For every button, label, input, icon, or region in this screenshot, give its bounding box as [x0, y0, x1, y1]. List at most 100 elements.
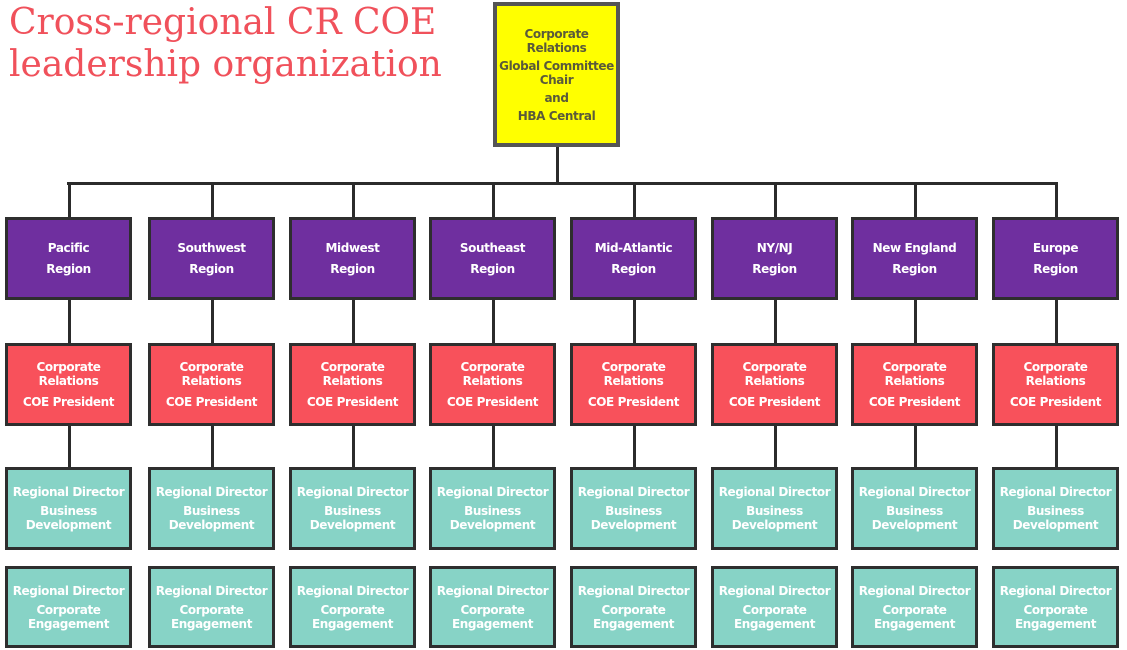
director-corporate-engagement-node-southeast[interactable]: Regional Director Corporate Engagement [429, 566, 556, 648]
director-title: Regional Director [999, 583, 1112, 598]
president-line-2: COE President [587, 395, 680, 409]
region-node-ny-nj[interactable]: NY/NJ Region [711, 217, 838, 300]
director-area-line-2: Development [871, 518, 958, 532]
connector-mid-atlantic-1 [633, 300, 636, 343]
director-business-development-node-new-england[interactable]: Regional Director Business Development [851, 467, 978, 550]
director-area-line-1: Corporate [460, 602, 525, 617]
region-node-mid-atlantic[interactable]: Mid-Atlantic Region [570, 217, 697, 300]
director-area-line-2: Engagement [170, 616, 253, 631]
region-node-southeast[interactable]: Southeast Region [429, 217, 556, 300]
title-line-1: Cross-regional CR COE [9, 2, 437, 43]
region-node-southwest[interactable]: Southwest Region [148, 217, 275, 300]
director-title: Regional Director [577, 583, 690, 598]
director-title: Regional Director [858, 583, 971, 598]
director-title: Regional Director [12, 485, 125, 499]
connector-new-england-0 [914, 184, 917, 217]
president-line-1: Corporate Relations [179, 360, 244, 388]
president-line-2: COE President [1009, 395, 1102, 409]
director-corporate-engagement-node-midwest[interactable]: Regional Director Corporate Engagement [289, 566, 416, 648]
connector-ny-nj-2 [774, 426, 777, 467]
root-line-1: Corporate Relations [524, 26, 589, 55]
region-node-europe[interactable]: Europe Region [992, 217, 1119, 300]
director-area-line-1: Business [605, 504, 662, 518]
director-corporate-engagement-node-europe[interactable]: Regional Director Corporate Engagement [992, 566, 1119, 648]
director-title: Regional Director [436, 583, 549, 598]
director-area-line-1: Business [183, 504, 240, 518]
director-area-line-2: Development [25, 518, 112, 532]
director-corporate-engagement-node-mid-atlantic[interactable]: Regional Director Corporate Engagement [570, 566, 697, 648]
director-corporate-engagement-node-new-england[interactable]: Regional Director Corporate Engagement [851, 566, 978, 648]
region-suffix: Region [189, 262, 234, 276]
director-area-line-2: Development [449, 518, 536, 532]
connector-southeast-0 [492, 184, 495, 217]
connector-pacific-1 [68, 300, 71, 343]
region-name: New England [872, 241, 957, 255]
region-node-pacific[interactable]: Pacific Region [5, 217, 132, 300]
president-node-pacific[interactable]: Corporate Relations COE President [5, 343, 132, 426]
root-line-2: Global Committee [499, 58, 614, 73]
connector-mid-atlantic-2 [633, 426, 636, 467]
director-business-development-node-southwest[interactable]: Regional Director Business Development [148, 467, 275, 550]
president-line-1: Corporate Relations [1023, 360, 1088, 388]
director-business-development-node-ny-nj[interactable]: Regional Director Business Development [711, 467, 838, 550]
region-name: Pacific [47, 241, 90, 255]
president-line-2: COE President [446, 395, 539, 409]
president-node-new-england[interactable]: Corporate Relations COE President [851, 343, 978, 426]
president-line-1: Corporate Relations [36, 360, 101, 388]
director-title: Regional Director [577, 485, 690, 499]
president-line-1: Corporate Relations [882, 360, 947, 388]
director-area-line-1: Corporate [320, 602, 385, 617]
director-area-line-1: Business [40, 504, 97, 518]
connector-southwest-1 [211, 300, 214, 343]
region-name: Mid-Atlantic [594, 241, 673, 255]
president-line-1: Corporate Relations [742, 360, 807, 388]
director-business-development-node-pacific[interactable]: Regional Director Business Development [5, 467, 132, 550]
region-suffix: Region [330, 262, 375, 276]
president-node-midwest[interactable]: Corporate Relations COE President [289, 343, 416, 426]
president-line-2: COE President [868, 395, 961, 409]
director-business-development-node-southeast[interactable]: Regional Director Business Development [429, 467, 556, 550]
director-title: Regional Director [718, 485, 831, 499]
region-node-midwest[interactable]: Midwest Region [289, 217, 416, 300]
president-line-1: Corporate Relations [320, 360, 385, 388]
president-node-mid-atlantic[interactable]: Corporate Relations COE President [570, 343, 697, 426]
director-area-line-1: Business [464, 504, 521, 518]
director-area-line-2: Development [309, 518, 396, 532]
connector-pacific-2 [68, 426, 71, 467]
director-business-development-node-europe[interactable]: Regional Director Business Development [992, 467, 1119, 550]
director-area-line-1: Corporate [882, 602, 947, 617]
region-node-new-england[interactable]: New England Region [851, 217, 978, 300]
president-node-ny-nj[interactable]: Corporate Relations COE President [711, 343, 838, 426]
connector-midwest-0 [352, 184, 355, 217]
president-node-europe[interactable]: Corporate Relations COE President [992, 343, 1119, 426]
region-suffix: Region [752, 262, 797, 276]
region-name: Midwest [325, 241, 380, 255]
director-business-development-node-midwest[interactable]: Regional Director Business Development [289, 467, 416, 550]
president-node-southwest[interactable]: Corporate Relations COE President [148, 343, 275, 426]
region-suffix: Region [470, 262, 515, 276]
connector-new-england-1 [914, 300, 917, 343]
director-area-line-2: Engagement [451, 616, 534, 631]
director-area-line-2: Engagement [311, 616, 394, 631]
director-corporate-engagement-node-southwest[interactable]: Regional Director Corporate Engagement [148, 566, 275, 648]
president-line-2: COE President [22, 395, 115, 409]
director-corporate-engagement-node-ny-nj[interactable]: Regional Director Corporate Engagement [711, 566, 838, 648]
director-title: Regional Director [155, 583, 268, 598]
director-business-development-node-mid-atlantic[interactable]: Regional Director Business Development [570, 467, 697, 550]
director-area-line-2: Engagement [733, 616, 816, 631]
director-title: Regional Director [436, 485, 549, 499]
president-node-southeast[interactable]: Corporate Relations COE President [429, 343, 556, 426]
director-corporate-engagement-node-pacific[interactable]: Regional Director Corporate Engagement [5, 566, 132, 648]
region-name: NY/NJ [756, 241, 793, 255]
director-title: Regional Director [999, 485, 1112, 499]
director-area-line-1: Business [886, 504, 943, 518]
root-connector [556, 145, 559, 184]
region-suffix: Region [46, 262, 91, 276]
director-title: Regional Director [12, 583, 125, 598]
president-line-1: Corporate Relations [460, 360, 525, 388]
president-line-2: COE President [165, 395, 258, 409]
root-line-5: HBA Central [517, 108, 596, 123]
root-node-global-committee-chair[interactable]: Corporate Relations Global Committee Cha… [493, 2, 620, 147]
director-area-line-2: Development [1012, 518, 1099, 532]
director-area-line-1: Corporate [36, 602, 101, 617]
